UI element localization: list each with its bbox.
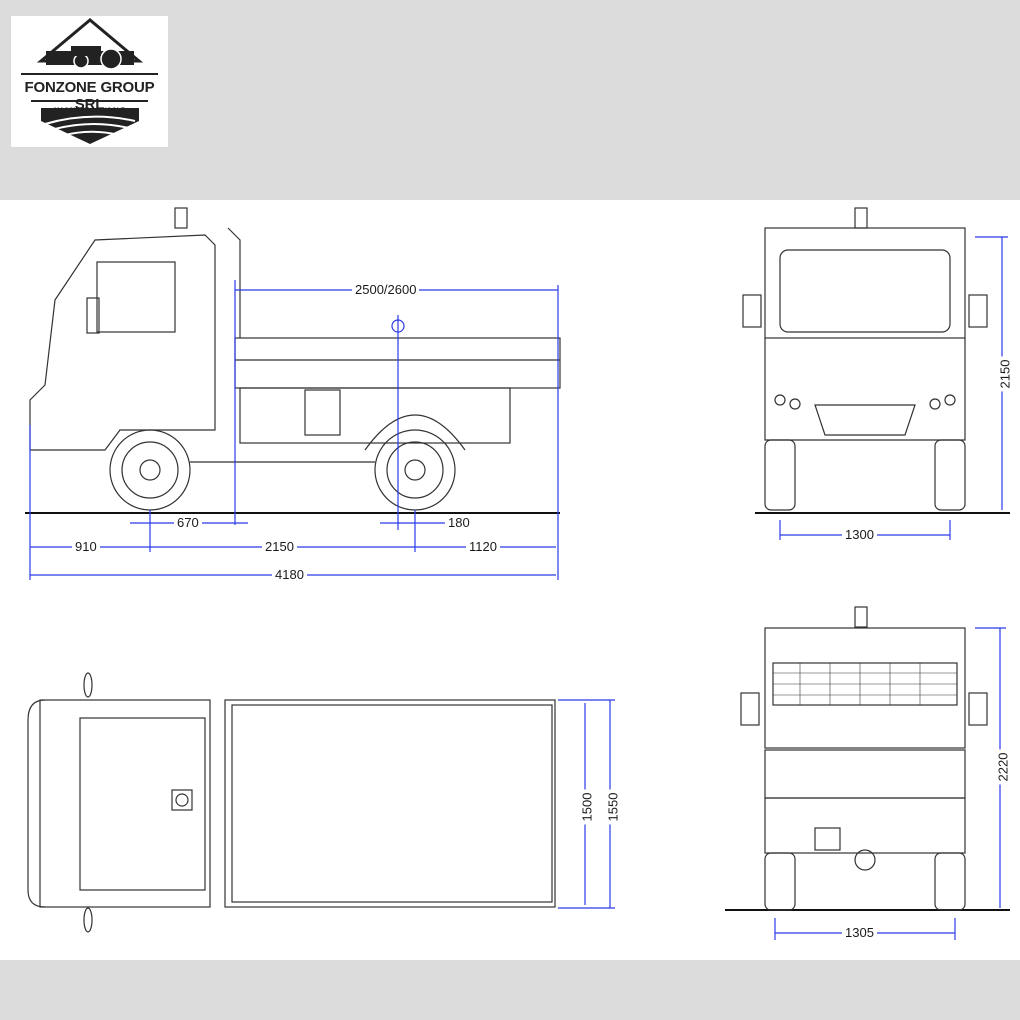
side-view	[25, 207, 561, 514]
dim-rear-height: 2220	[995, 749, 1011, 785]
logo-tagline: MACCHINE AGRICOLE	[54, 107, 125, 114]
dim-front-overhang: 910	[72, 540, 100, 554]
dim-rear-track: 1305	[842, 926, 877, 940]
dimension-lines	[29, 236, 1008, 940]
dim-front-track: 1300	[842, 528, 877, 542]
dim-front-height: 2150	[997, 356, 1013, 392]
dim-bed-length: 2500/2600	[352, 283, 420, 297]
technical-drawing-sheet	[0, 200, 1020, 960]
logo-company-name: FONZONE GROUP SRL	[24, 79, 155, 113]
dim-wheelbase: 2150	[262, 540, 297, 554]
logo-emblem	[21, 18, 158, 144]
dim-bed-outer-width: 1550	[605, 789, 621, 825]
dim-front-offset: 670	[174, 516, 202, 530]
dim-total-length: 4180	[272, 568, 307, 582]
top-view	[27, 672, 556, 933]
rear-view	[725, 606, 1010, 911]
dim-rear-overhang: 1120	[466, 540, 500, 554]
dim-rear-offset: 180	[445, 516, 473, 530]
dim-bed-inner-width: 1500	[579, 789, 595, 825]
front-view	[742, 207, 1010, 514]
